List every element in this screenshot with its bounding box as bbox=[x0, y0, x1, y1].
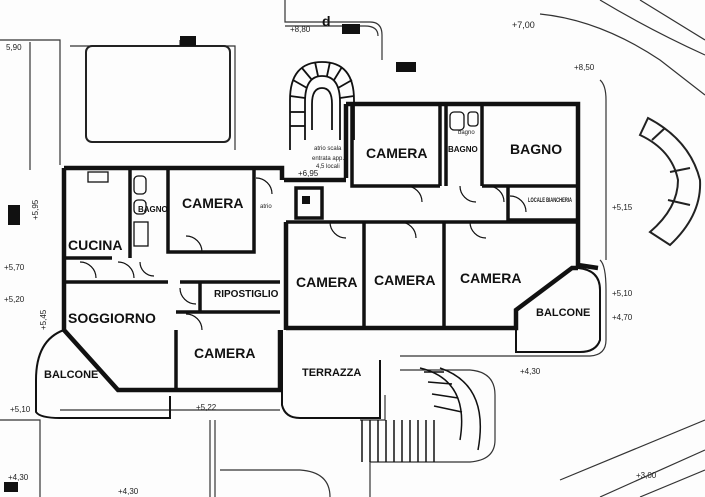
room-label-camera-left-top: CAMERA bbox=[182, 195, 243, 211]
atrio-label: atrio bbox=[260, 204, 272, 210]
room-label-balcone-left: BALCONE bbox=[44, 369, 98, 381]
dimension-label: +8,50 bbox=[574, 63, 595, 72]
dimension-label: +5,10 bbox=[10, 405, 31, 414]
room-label-bagno-left: BAGNO bbox=[138, 205, 168, 214]
dimension-label: +4,30 bbox=[520, 367, 541, 376]
room-label-soggiorno: SOGGIORNO bbox=[68, 310, 156, 326]
dimension-label: +5,70 bbox=[4, 263, 25, 272]
balconies bbox=[35, 267, 601, 419]
stair-label: atrio scala bbox=[314, 146, 342, 152]
curved-planter bbox=[638, 116, 702, 247]
dimension-label: +5,95 bbox=[31, 199, 40, 220]
window-markers bbox=[4, 24, 416, 492]
dimension-label: +8,80 bbox=[290, 25, 311, 34]
entrance-note: entrata app. bbox=[312, 156, 344, 162]
pool bbox=[85, 45, 231, 143]
room-label-terrazza: TERRAZZA bbox=[302, 367, 361, 379]
dimension-label: +5,10 bbox=[612, 289, 633, 298]
door-swings bbox=[79, 177, 527, 331]
entrance-note-2: 4,5 locali bbox=[316, 164, 340, 170]
room-label-camera-mid-3: CAMERA bbox=[460, 270, 521, 286]
room-label-balcone-right: BALCONE bbox=[536, 307, 590, 319]
room-label-locale-biancheria: LOCALE BIANCHERIA bbox=[528, 197, 572, 204]
exterior-stairs bbox=[361, 367, 482, 462]
dimension-label: +5,22 bbox=[196, 403, 217, 412]
bagno-tiny-label: bagno bbox=[458, 130, 475, 136]
room-label-bagno-small-top: BAGNO bbox=[448, 145, 478, 154]
marker-d: d bbox=[322, 13, 331, 29]
spiral-staircase bbox=[289, 61, 355, 150]
room-label-camera-mid-1: CAMERA bbox=[296, 274, 357, 290]
dimension-label: +5,15 bbox=[612, 203, 633, 212]
dimension-label: +4,70 bbox=[612, 313, 633, 322]
dimension-label: 5,90 bbox=[6, 43, 22, 52]
room-label-ripostiglio: RIPOSTIGLIO bbox=[214, 289, 279, 300]
dimension-label: +6,95 bbox=[298, 169, 319, 178]
room-label-camera-bottom: CAMERA bbox=[194, 345, 255, 361]
room-label-cucina: CUCINA bbox=[68, 237, 122, 253]
dimension-label: +7,00 bbox=[512, 20, 535, 30]
exterior-walls bbox=[61, 101, 599, 393]
dimension-label: +5,45 bbox=[39, 309, 48, 330]
dimension-label: +5,20 bbox=[4, 295, 25, 304]
room-label-camera-mid-2: CAMERA bbox=[374, 272, 435, 288]
dimension-label: +4,30 bbox=[118, 487, 139, 496]
bathroom-fixtures bbox=[87, 111, 479, 247]
dimension-label: +3,00 bbox=[636, 471, 657, 480]
room-label-bagno-top: BAGNO bbox=[510, 141, 562, 157]
room-label-camera-top: CAMERA bbox=[366, 145, 427, 161]
dimension-label: +4,30 bbox=[8, 473, 29, 482]
